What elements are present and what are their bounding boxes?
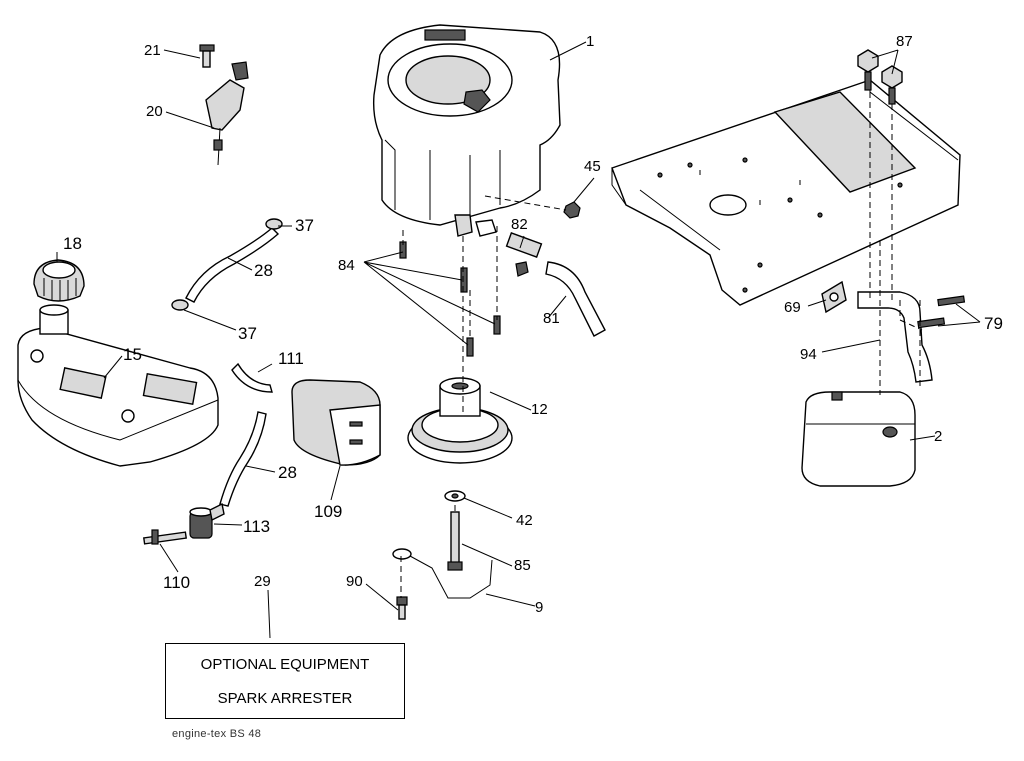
- callout-37-upper: 37: [295, 216, 314, 235]
- nut-part-45: [563, 201, 581, 219]
- gasket-part-69: [821, 280, 847, 314]
- callout-84: 84: [338, 257, 355, 274]
- washer-part-42: [444, 490, 466, 502]
- rod-part-9: [392, 548, 493, 599]
- callout-15: 15: [123, 345, 142, 364]
- exhaust-pipe-part-94: [857, 291, 933, 383]
- diagram-code: engine-tex BS 48: [172, 728, 262, 740]
- fuel-neck: [39, 304, 69, 335]
- hose-part-28-lower: [219, 411, 267, 507]
- callout-81: 81: [543, 310, 560, 327]
- fitting-part-113: [189, 502, 225, 539]
- callout-94: 94: [800, 346, 817, 363]
- engine-part-1: [372, 24, 561, 237]
- hose-part-111: [231, 362, 273, 393]
- screw-part-21: [199, 44, 215, 68]
- spark-arrester-label: SPARK ARRESTER: [217, 690, 353, 707]
- optional-equipment-label: OPTIONAL EQUIPMENT: [200, 656, 370, 673]
- callout-79: 79: [984, 314, 1003, 333]
- callout-12: 12: [531, 401, 548, 418]
- bolt-part-90: [396, 596, 408, 620]
- knobs-part-87: [857, 49, 903, 105]
- bolt-part-85: [447, 511, 463, 571]
- callout-1: 1: [586, 33, 594, 50]
- callout-113: 113: [243, 517, 270, 536]
- callout-2: 2: [934, 428, 942, 445]
- callout-87: 87: [896, 33, 913, 50]
- fuel-cap-part-18: [33, 259, 85, 302]
- callout-18: 18: [63, 234, 82, 253]
- callout-42: 42: [516, 512, 533, 529]
- callout-90: 90: [346, 573, 363, 590]
- callout-69: 69: [784, 299, 801, 316]
- throttle-control-part-20: [205, 61, 249, 166]
- bolts-part-84: [399, 241, 501, 357]
- callout-21: 21: [144, 42, 161, 59]
- callout-110: 110: [163, 573, 190, 592]
- clamps-part-37: [171, 218, 283, 311]
- pulley-part-12: [407, 377, 513, 464]
- callout-20: 20: [146, 103, 163, 120]
- fitting-part-82: [505, 232, 543, 277]
- muffler-part-2: [801, 391, 916, 487]
- callout-labels: 1 2 9 12 15 18 20 21 28 28 29 37 37 42 4…: [63, 33, 1003, 616]
- leader-lines: [56, 41, 981, 639]
- callout-45: 45: [584, 158, 601, 175]
- fitting-part-110: [142, 529, 188, 545]
- callout-28-upper: 28: [254, 261, 273, 280]
- hose-part-81: [545, 261, 606, 337]
- frame-chassis: [611, 79, 961, 306]
- hose-part-28-upper: [185, 227, 280, 303]
- callout-82: 82: [511, 216, 528, 233]
- callout-37-lower: 37: [238, 324, 257, 343]
- canister-part-109: [291, 379, 381, 466]
- fuel-tank-part-15: [17, 327, 219, 467]
- callout-111: 111: [278, 349, 304, 368]
- callout-29: 29: [254, 573, 271, 590]
- bolts-part-79: [917, 295, 966, 329]
- optional-equipment-box: OPTIONAL EQUIPMENT SPARK ARRESTER: [165, 643, 405, 719]
- callout-28-lower: 28: [278, 463, 297, 482]
- alignment-lines: [400, 92, 923, 598]
- callout-9: 9: [535, 599, 543, 616]
- callout-109: 109: [314, 502, 342, 521]
- callout-85: 85: [514, 557, 531, 574]
